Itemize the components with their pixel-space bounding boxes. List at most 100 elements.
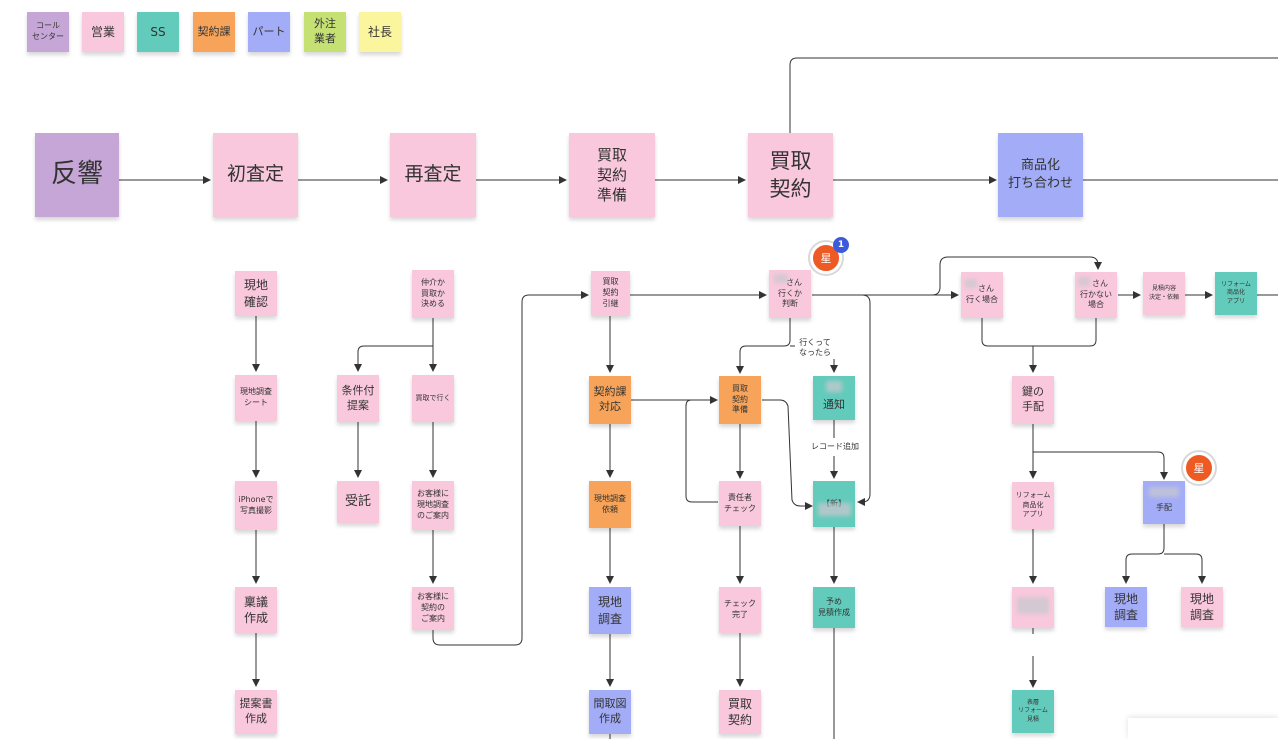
sticky-note-contract-guidance[interactable]: お客様に 契約の ご案内	[412, 587, 454, 630]
note-label: 現地 調査	[1189, 591, 1214, 622]
note-label: お客様に 契約の ご案内	[417, 592, 449, 623]
legend-label: 営業	[90, 24, 115, 39]
redacted-name	[1078, 277, 1090, 286]
sticky-note-contract-handover[interactable]: 買取 契約 引継	[591, 271, 630, 316]
sticky-note-commercialization-meeting[interactable]: 商品化 打ち合わせ	[998, 133, 1083, 217]
sticky-note-survey-sheet[interactable]: 現地調査 シート	[235, 375, 277, 421]
comment-count-badge[interactable]: 1	[833, 237, 849, 253]
legend-part-time: パート	[248, 12, 290, 52]
edge-label-record-add: レコード追加	[808, 442, 862, 453]
sticky-note-key-arrangement[interactable]: 鍵の 手配	[1012, 376, 1054, 424]
legend-label: SS	[150, 24, 166, 39]
note-label: 手配	[1156, 502, 1172, 512]
sticky-note-proposal-approval[interactable]: 稟議 作成	[235, 587, 277, 633]
sticky-note-conditional-proposal[interactable]: 条件付 提案	[337, 375, 379, 422]
note-label: 条件付 提案	[341, 383, 375, 412]
edge-label-if-going: 行くって なったら	[795, 338, 835, 359]
sticky-note-contract-signed[interactable]: 買取 契約	[719, 690, 761, 734]
corner-panel	[1128, 718, 1278, 739]
note-label: 商品化 打ち合わせ	[1007, 158, 1073, 191]
note-label: iPhoneで 写真撮影	[238, 494, 274, 515]
note-label: 反響	[50, 159, 103, 190]
legend-call-center: コール センター	[27, 12, 69, 52]
sticky-note-check-complete[interactable]: チェック 完了	[719, 587, 761, 633]
note-label: 稟議 作成	[243, 594, 268, 625]
sticky-note-purchase-contract[interactable]: 買取 契約	[748, 133, 833, 217]
connector	[981, 318, 1097, 347]
sticky-note-estimate-request[interactable]: 見積内容 決定・依頼	[1143, 272, 1185, 315]
note-label: 提案書 作成	[239, 697, 273, 725]
note-label: 予め 見積作成	[818, 596, 850, 617]
note-label: 仲介か 買取か 決める	[421, 277, 445, 309]
sticky-note-contract-dept-handling[interactable]: 契約課 対応	[589, 376, 631, 424]
star-icon[interactable]: 星	[1183, 452, 1215, 484]
sticky-note-site-survey-sales[interactable]: 現地 調査	[1181, 587, 1223, 627]
note-label: 現地 確認	[243, 278, 268, 309]
sticky-note-go-purchase[interactable]: 買取で行く	[412, 375, 454, 422]
note-label: 買取 契約 準備	[732, 383, 748, 415]
redacted-name	[818, 503, 851, 516]
sticky-note-floorplan[interactable]: 間取図 作成	[589, 690, 631, 734]
sticky-note-brokerage-or-purchase[interactable]: 仲介か 買取か 決める	[412, 270, 454, 318]
legend-contractor: 外注 業者	[304, 12, 346, 52]
note-label: 見積内容 決定・依頼	[1148, 285, 1179, 301]
connector	[1033, 451, 1168, 480]
sticky-note-initial-appraisal[interactable]: 初査定	[213, 133, 298, 217]
note-label: 買取で行く	[415, 393, 451, 402]
note-label: さん 行く場合	[966, 284, 998, 304]
sticky-note-site-survey[interactable]: 現地 調査	[589, 587, 631, 634]
note-label: 通知	[823, 398, 845, 411]
legend-label: 契約課	[197, 24, 231, 38]
note-label: リフォーム 商品化 アプリ	[1015, 491, 1051, 519]
connector	[789, 57, 1278, 133]
note-label: 買取 契約	[727, 696, 752, 727]
sticky-note-response[interactable]: 反響	[35, 133, 119, 217]
redacted-name	[965, 279, 977, 288]
sticky-note-contract-prep-dept[interactable]: 買取 契約 準備	[719, 376, 761, 424]
sticky-note-notification[interactable]: 通知	[813, 376, 855, 420]
legend-label: パート	[252, 24, 286, 38]
note-label: さん 行かない 場合	[1080, 278, 1112, 310]
note-label: 現地 調査	[597, 595, 622, 626]
sticky-note-entrusted[interactable]: 受託	[337, 481, 379, 523]
connector	[762, 399, 813, 510]
redacted-name	[826, 381, 842, 392]
sticky-note-site-survey-part[interactable]: 現地 調査	[1105, 587, 1147, 627]
sticky-note-proposal-document[interactable]: 提案書 作成	[235, 690, 277, 734]
sticky-note-reappraisal[interactable]: 再査定	[390, 133, 476, 217]
note-label: リフォーム 商品化 アプリ	[1221, 281, 1251, 305]
legend-sales: 営業	[82, 12, 124, 52]
sticky-note-purchase-contract-prep[interactable]: 買取 契約 準備	[569, 133, 655, 217]
note-label: さん 行くか 判断	[778, 277, 802, 309]
note-label: チェック 完了	[724, 599, 756, 619]
sticky-note-survey-guidance[interactable]: お客様に 現地調査 のご案内	[412, 481, 454, 530]
note-label: お客様に 現地調査 のご案内	[417, 489, 449, 520]
sticky-note-manager-check[interactable]: 責任者 チェック	[719, 481, 761, 526]
redacted-name	[1017, 597, 1049, 614]
note-label: 間取図 作成	[593, 697, 627, 725]
legend-ss: SS	[137, 12, 179, 52]
sticky-note-reform-app-2[interactable]: リフォーム 商品化 アプリ	[1012, 482, 1054, 529]
connector	[1164, 553, 1206, 584]
connector	[812, 256, 1102, 296]
sticky-note-site-check[interactable]: 現地 確認	[235, 271, 277, 316]
note-label: 表層 リフォーム 見積	[1018, 699, 1048, 723]
sticky-note-survey-request[interactable]: 現地調査 依頼	[589, 481, 631, 528]
legend-label: コール センター	[32, 21, 64, 41]
connector	[432, 291, 589, 646]
sticky-note-pre-estimate[interactable]: 予め 見積作成	[813, 587, 855, 628]
redacted-name	[774, 274, 788, 283]
note-label: 責任者 チェック	[724, 492, 756, 513]
note-label: 買取 契約 準備	[596, 145, 627, 205]
legend-contract-dept: 契約課	[193, 12, 235, 52]
sticky-note-surface-reform-estimate[interactable]: 表層 リフォーム 見積	[1012, 690, 1054, 733]
connector	[685, 399, 718, 503]
star-icon[interactable]: 星	[810, 242, 842, 274]
connector	[736, 318, 791, 374]
legend-label: 外注 業者	[314, 17, 336, 45]
connector	[1122, 524, 1165, 584]
sticky-note-reform-app-1[interactable]: リフォーム 商品化 アプリ	[1215, 272, 1257, 315]
sticky-note-iphone-photos[interactable]: iPhoneで 写真撮影	[235, 481, 277, 530]
legend-label: 社長	[367, 24, 392, 39]
